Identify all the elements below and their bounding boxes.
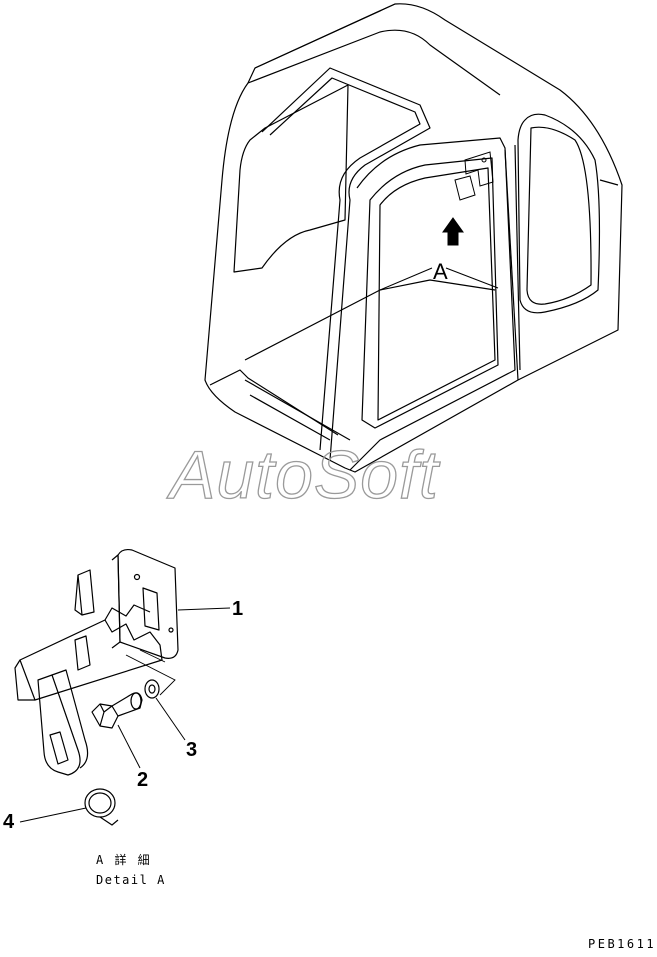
part-3-washer: [144, 679, 160, 699]
part-4-band: [84, 788, 119, 826]
bracket-location-in-cab: [454, 151, 494, 201]
callout-1: 1: [232, 598, 243, 620]
callout-4: 4: [3, 811, 15, 833]
drawing-code: PEB1611: [588, 937, 656, 951]
callout-leaders: [19, 607, 231, 823]
detail-caption-en: Detail A: [96, 873, 166, 887]
detail-caption-jp: A 詳 細: [96, 852, 152, 867]
assembly-guide-lines: [125, 649, 176, 696]
callout-2: 2: [137, 769, 148, 791]
part-2-bolt: [91, 692, 143, 729]
watermark-text: AutoSoft: [166, 437, 441, 513]
operator-cab: [204, 3, 623, 473]
part-1-bracket: [14, 548, 179, 776]
view-direction-arrow: [442, 217, 464, 246]
view-a-leader: [379, 267, 499, 291]
view-a-label: A: [433, 259, 448, 284]
callout-3: 3: [186, 739, 197, 761]
